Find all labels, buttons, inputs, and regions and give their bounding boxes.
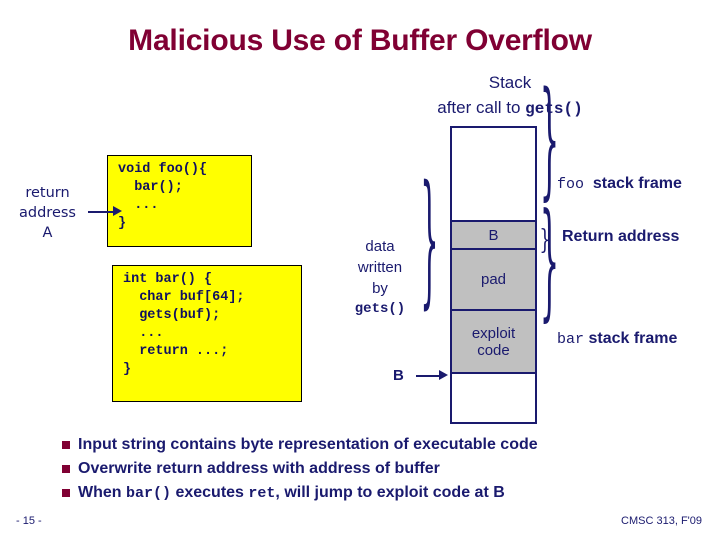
label-foo-code: foo: [557, 176, 585, 193]
brace-return-address-icon: }: [539, 224, 551, 256]
course-note: CMSC 313, F'09: [621, 515, 702, 527]
return-address-arrow-head-icon: [113, 206, 122, 216]
list-item-text-part: , will jump to exploit code at B: [275, 484, 505, 501]
label-bar-code: bar: [557, 331, 585, 348]
bullet-square-icon: [62, 441, 70, 449]
page-title: Malicious Use of Buffer Overflow: [128, 24, 592, 57]
list-item: When bar() executes ret, will jump to ex…: [62, 482, 712, 505]
stack-cell-return-address: B: [452, 220, 535, 250]
stack-heading-line1: Stack: [488, 73, 532, 92]
page-number: - 15 -: [16, 515, 42, 527]
stack-heading-code: gets(): [525, 100, 583, 118]
brace-bar-frame-icon: }: [539, 191, 560, 335]
buffer-pointer-arrow-head-icon: [439, 370, 448, 380]
list-item-text-part: Overwrite return address with address of…: [78, 460, 440, 477]
stack-heading-prefix: after call to: [437, 98, 526, 117]
list-item-text-part: executes: [171, 484, 249, 501]
return-address-line1: return: [25, 185, 70, 201]
list-item-text: Input string contains byte representatio…: [78, 434, 538, 456]
list-item-text-part: When: [78, 484, 126, 501]
data-written-label: data written by gets(): [330, 236, 430, 320]
label-bar-stack-frame: bar stack frame: [557, 330, 677, 348]
stack-cell-pad: pad: [452, 250, 535, 311]
return-address-arrow-line: [88, 211, 116, 213]
list-item-text-part: bar(): [126, 485, 172, 502]
list-item: Overwrite return address with address of…: [62, 458, 712, 480]
brace-foo-frame-icon: }: [539, 68, 560, 214]
label-bar-text: stack frame: [588, 330, 678, 347]
data-written-line3: by: [372, 280, 388, 297]
list-item-text-part: ret: [248, 485, 276, 502]
buffer-pointer-label: B: [393, 367, 404, 384]
bullet-list: Input string contains byte representatio…: [62, 434, 712, 507]
stack-heading-line2: after call to gets(): [390, 95, 630, 122]
return-address-line2: address: [19, 205, 76, 221]
stack-cell-exploit-code: exploit code: [452, 311, 535, 374]
label-return-address: Return address: [562, 228, 680, 245]
stack-cell-empty-top: [452, 128, 535, 220]
stack-cell-empty-bottom: [452, 374, 535, 422]
stack-heading: Stack after call to gets(): [390, 70, 630, 122]
return-address-label: return address A: [0, 183, 95, 243]
stack-cell-exploit-code-text: exploit code: [471, 324, 516, 359]
bullet-square-icon: [62, 465, 70, 473]
list-item-text-part: Input string contains byte representatio…: [78, 436, 538, 453]
label-foo-stack-frame: foo stack frame: [557, 175, 682, 193]
data-written-line2: written: [357, 259, 403, 276]
data-written-code: gets(): [354, 301, 406, 317]
return-address-line3: A: [42, 225, 53, 241]
label-foo-text: stack frame: [592, 175, 682, 192]
buffer-pointer-arrow-line: [416, 375, 442, 377]
brace-data-written-icon: }: [420, 160, 439, 324]
list-item-text: When bar() executes ret, will jump to ex…: [78, 482, 505, 505]
list-item-text: Overwrite return address with address of…: [78, 458, 440, 480]
list-item: Input string contains byte representatio…: [62, 434, 712, 456]
code-box-foo: void foo(){ bar(); ... }: [107, 155, 252, 247]
data-written-line1: data: [365, 238, 395, 255]
code-box-bar: int bar() { char buf[64]; gets(buf); ...…: [112, 265, 302, 402]
bullet-square-icon: [62, 489, 70, 497]
stack-diagram: B pad exploit code: [450, 126, 537, 424]
